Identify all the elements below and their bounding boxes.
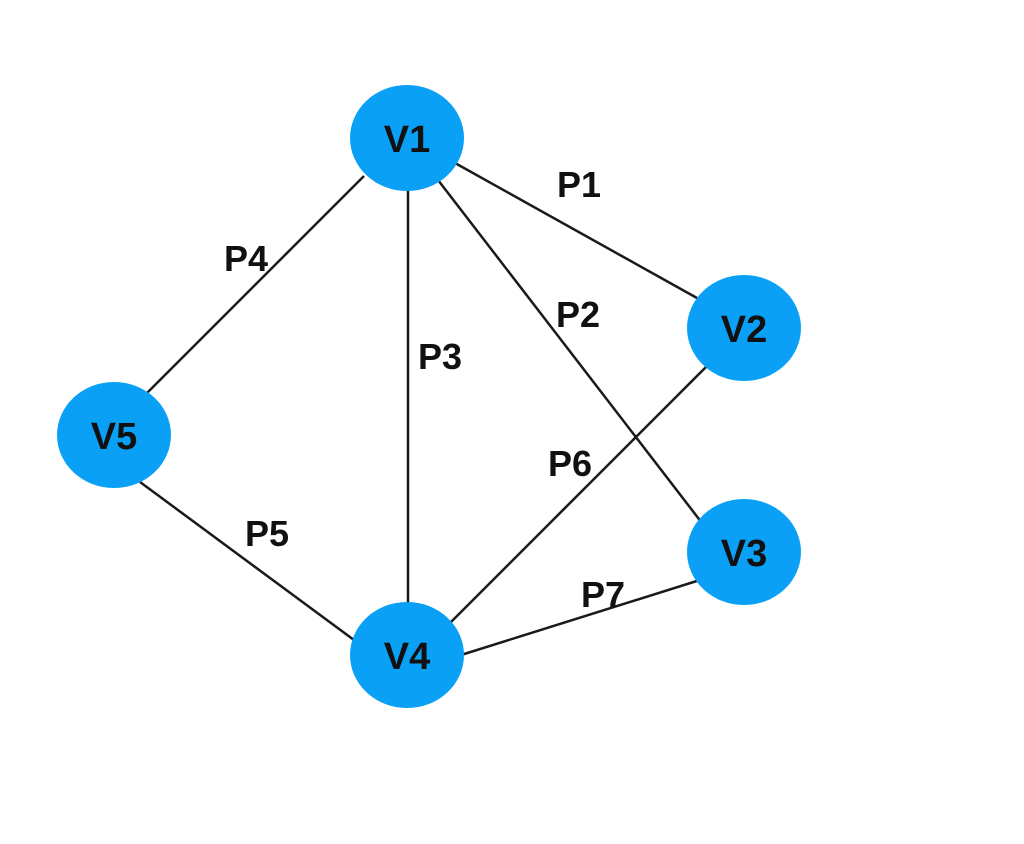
node-v3-circle [687,499,801,605]
edge-label-p3: P3 [418,336,462,377]
edge-p6 [449,364,709,624]
node-v1-label: V1 [384,119,430,161]
edge-label-p5: P5 [245,513,289,554]
node-v4: V4 [350,602,464,708]
node-v2: V2 [687,275,801,381]
node-v5-circle [57,382,171,488]
node-v4-circle [350,602,464,708]
node-v3: V3 [687,499,801,605]
edge-p5 [139,480,355,642]
node-v5-label: V5 [91,416,137,458]
edge-p7 [460,578,701,657]
node-v2-label: V2 [721,309,767,351]
edge-p2 [437,179,703,524]
edge-label-p6: P6 [548,443,592,484]
edge-labels-layer: P1 P2 P3 P4 P5 P6 P7 [224,164,625,615]
edge-p4 [145,175,365,395]
node-v2-circle [687,275,801,381]
node-v3-label: V3 [721,533,767,575]
edge-label-p1: P1 [557,164,601,205]
node-v1: V1 [350,85,464,191]
nodes-layer: V1 V2 V3 V4 V5 [57,85,801,708]
edge-label-p7: P7 [581,574,625,615]
node-v1-circle [350,85,464,191]
edge-p1 [454,161,698,300]
edge-label-p4: P4 [224,238,268,279]
edges-layer [139,161,709,657]
edge-label-p2: P2 [556,294,600,335]
node-v5: V5 [57,382,171,488]
node-v4-label: V4 [384,636,430,678]
